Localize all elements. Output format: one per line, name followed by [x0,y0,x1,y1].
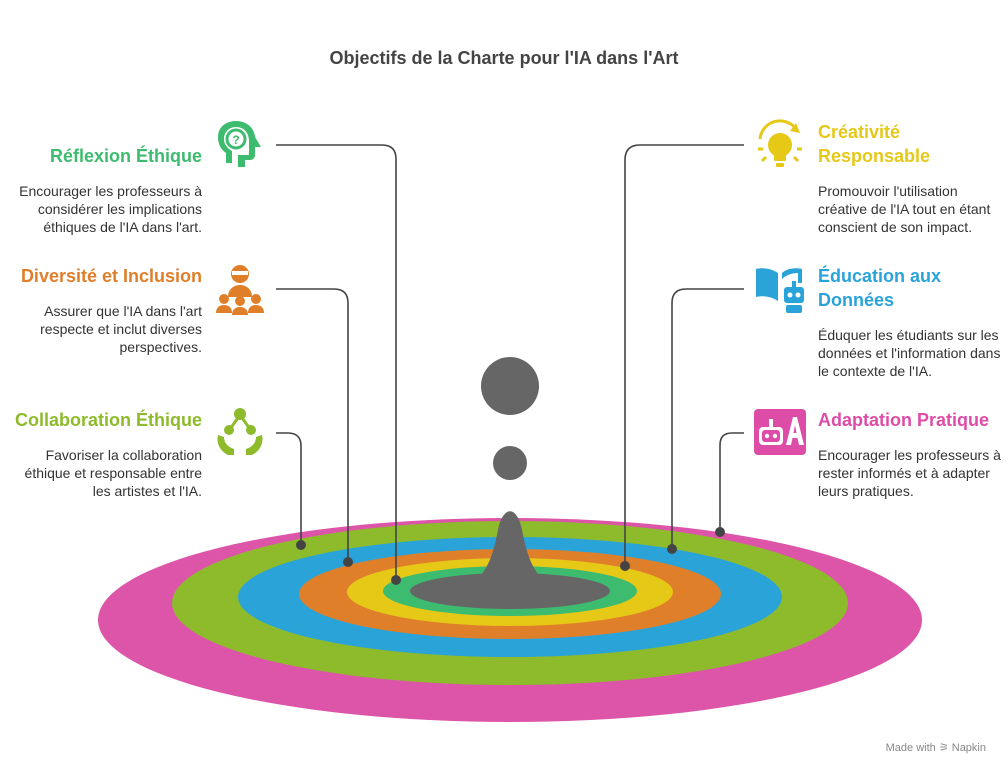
item-description: Assurer que l'IA dans l'art respecte et … [40,303,202,355]
connector-dot-diversite [343,557,353,567]
item-description: Favoriser la collaboration éthique et re… [24,447,202,499]
connector-diversite [276,288,349,562]
drop-large [481,357,539,415]
item-diversite-inclusion: Diversité et Inclusion Assurer que l'IA … [12,264,202,356]
drop-small [493,446,527,480]
hands-network-icon [217,408,263,455]
item-creativite-responsable: Créativité Responsable Promouvoir l'util… [818,120,1008,236]
robot-letter-icon [754,409,806,455]
svg-text:?: ? [232,133,239,147]
connector-education [671,288,744,549]
connector-dot-reflexion [391,575,401,585]
page-title: Objectifs de la Charte pour l'IA dans l'… [329,48,679,68]
lightbulb-icon [758,119,802,167]
item-collaboration-ethique: Collaboration Éthique Favoriser la colla… [12,408,202,500]
item-adaptation-pratique: Adaptation Pratique Encourager les profe… [818,408,1008,500]
item-heading: Réflexion Éthique [49,146,202,166]
connector-dot-collaboration [296,540,306,550]
connector-reflexion [276,144,397,580]
item-heading: Diversité et Inclusion [20,266,202,286]
splash-spike [450,511,570,592]
item-heading: Adaptation Pratique [818,410,990,430]
item-description: Encourager les professeurs à considérer … [19,183,202,235]
connector-dot-adaptation [715,527,725,537]
item-description: Promouvoir l'utilisation créative de l'I… [818,183,991,235]
connector-dot-education [667,544,677,554]
head-question-icon: ? [218,121,261,167]
group-people-icon [216,265,264,315]
connector-adaptation [719,432,744,532]
connector-collaboration [276,432,302,545]
footer-credit: Made with ⚞ Napkin [885,742,986,754]
item-heading: Collaboration Éthique [15,410,202,430]
book-robot-icon [756,268,804,313]
item-education-donnees: Éducation aux Données Éduquer les étudia… [818,264,1008,380]
item-description: Éduquer les étudiants sur les données et… [818,327,1001,379]
connector-dot-creativite [620,561,630,571]
item-description: Encourager les professeurs à rester info… [818,447,1001,499]
item-reflexion-ethique: Réflexion Éthique Encourager les profess… [12,144,202,236]
connector-creativite [624,144,744,566]
item-heading: Créativité Responsable [818,122,931,166]
item-heading: Éducation aux Données [818,266,942,310]
